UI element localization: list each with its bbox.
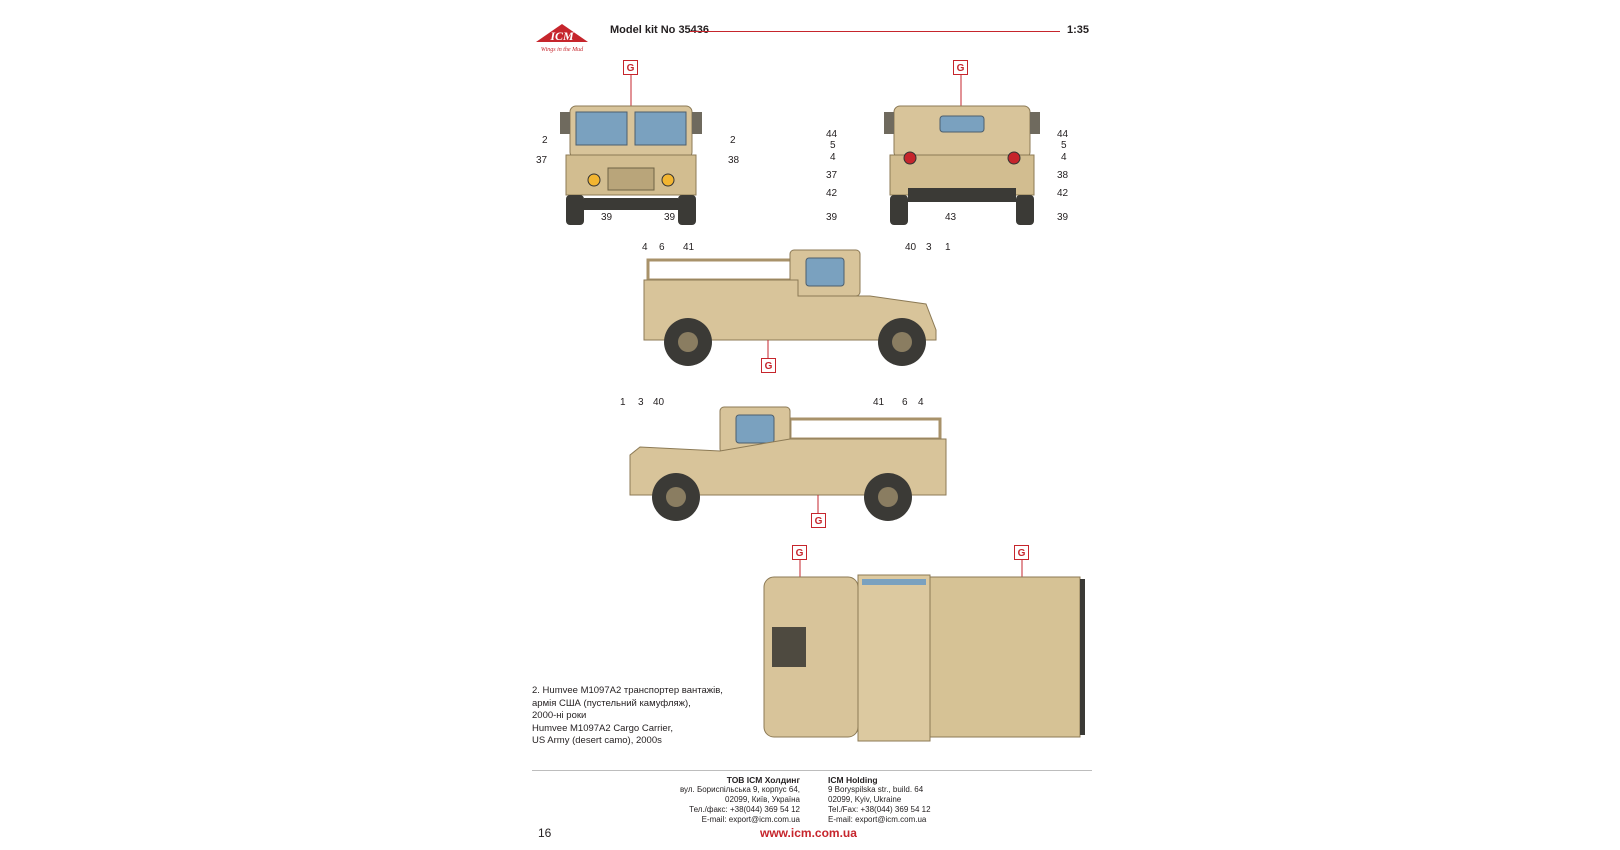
decal-label: 1 — [620, 397, 626, 408]
decal-label: 4 — [830, 152, 836, 163]
decal-label: 42 — [826, 188, 838, 199]
decal-label: 38 — [1057, 170, 1069, 181]
decal-label: 3 — [926, 242, 932, 253]
decal-label: 5 — [830, 140, 836, 151]
top-view-drawing — [763, 560, 1085, 742]
decal-label: 4 — [1061, 152, 1067, 163]
footer-address-en: ICM Holding 9 Boryspilska str., build. 6… — [828, 775, 988, 825]
top-view: G G — [760, 545, 1090, 745]
address-line: Тел./факс: +38(044) 369 54 12 — [689, 805, 800, 814]
decal-label: 42 — [1057, 188, 1069, 199]
decal-label: 4 — [642, 242, 648, 253]
decal-label: 44 — [1057, 129, 1069, 140]
page-number: 16 — [538, 826, 552, 840]
address-line: E-mail: export@icm.com.ua — [701, 815, 800, 824]
decal-label: 41 — [873, 397, 885, 408]
footer-rule — [532, 770, 1092, 771]
paint-code-g: G — [953, 60, 968, 75]
decal-label: 6 — [659, 242, 665, 253]
address-line: 02099, Київ, Україна — [725, 795, 800, 804]
left-side-drawing — [629, 406, 947, 521]
left-side-view: G 1 3 40 41 6 4 — [620, 395, 960, 540]
right-side-view: G 4 6 41 40 3 1 — [630, 240, 970, 385]
caption-english: Humvee M1097A2 Cargo Carrier, US Army (d… — [532, 722, 673, 747]
decal-label: 4 — [918, 397, 924, 408]
model-kit-number: Model kit No 35436 — [610, 24, 710, 36]
scheme-caption: 2. Humvee M1097A2 транспортер вантажів, … — [532, 685, 732, 748]
icm-logo: ICM Wings in the Mud — [536, 24, 588, 53]
svg-text:ICM: ICM — [549, 29, 574, 43]
svg-text:Wings in the Mud: Wings in the Mud — [541, 47, 584, 53]
paint-code-g: G — [792, 545, 807, 560]
decal-label: 39 — [1057, 212, 1069, 223]
right-side-drawing — [643, 249, 937, 366]
paint-code-g: G — [761, 358, 776, 373]
address-line: 9 Boryspilska str., build. 64 — [828, 785, 924, 794]
decal-label: 2 — [542, 135, 548, 146]
company-name-en: ICM Holding — [828, 775, 878, 785]
website-link[interactable]: www.icm.com.ua — [760, 826, 857, 840]
decal-label: 41 — [683, 242, 695, 253]
address-line: 02099, Kyiv, Ukraine — [828, 795, 902, 804]
front-view: G 2 2 37 38 39 39 — [536, 60, 740, 230]
paint-code-g: G — [1014, 545, 1029, 560]
decal-label: 43 — [945, 212, 957, 223]
scale-label: 1:35 — [1067, 24, 1090, 36]
paint-code-g: G — [623, 60, 638, 75]
decal-label: 2 — [730, 135, 736, 146]
company-name-ua: ТОВ ICM Холдинг — [726, 775, 800, 785]
decal-label: 40 — [653, 397, 665, 408]
header-rule — [690, 31, 1060, 32]
decal-label: 5 — [1061, 140, 1067, 151]
rear-view-drawing — [884, 75, 1040, 225]
decal-label: 1 — [945, 242, 951, 253]
decal-label: 44 — [826, 129, 838, 140]
front-view-drawing — [560, 75, 702, 225]
decal-label: 40 — [905, 242, 917, 253]
decal-label: 39 — [601, 212, 613, 223]
paint-code-g: G — [811, 513, 826, 528]
address-line: Tel./Fax: +38(044) 369 54 12 — [828, 805, 931, 814]
rear-view: G 44 44 5 5 4 4 37 38 42 42 39 43 39 — [826, 60, 1080, 230]
decal-label: 37 — [826, 170, 838, 181]
address-line: E-mail: export@icm.com.ua — [828, 815, 927, 824]
decal-label: 38 — [728, 155, 740, 166]
decal-label: 39 — [826, 212, 838, 223]
caption-ukrainian: 2. Humvee M1097A2 транспортер вантажів, … — [532, 685, 723, 721]
footer-address-ua: ТОВ ICM Холдинг вул. Бориспільська 9, ко… — [640, 775, 800, 825]
decal-label: 37 — [536, 155, 548, 166]
address-line: вул. Бориспільська 9, корпус 64, — [679, 785, 800, 794]
decal-label: 3 — [638, 397, 644, 408]
decal-label: 39 — [664, 212, 676, 223]
decal-label: 6 — [902, 397, 908, 408]
